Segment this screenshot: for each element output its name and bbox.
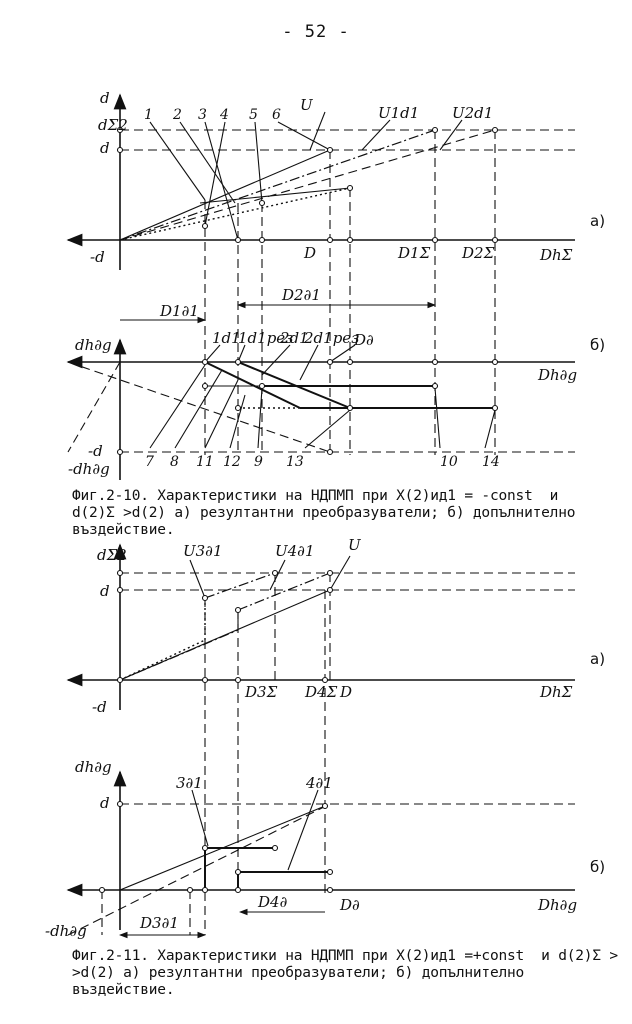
fig10b-panel: б) <box>590 336 605 354</box>
fig10b-num-13: 13 <box>286 454 304 470</box>
fig10b-num-9: 9 <box>254 454 263 470</box>
fig10b-y-label: dh∂g <box>75 336 112 354</box>
fig10-b-diagram <box>66 301 575 480</box>
fig11a-d: d <box>100 582 110 600</box>
fig10a-num-5: 5 <box>249 107 258 123</box>
fig11a-U3: U3∂1 <box>183 542 223 560</box>
figure-10-caption: Фиг.2-10. Характеристики на НДПМП при X(… <box>72 488 576 538</box>
fig10b-D2d1: D2∂1 <box>281 286 321 304</box>
fig10a-D1S: D1Σ <box>397 244 431 262</box>
fig11b-c3: 3∂1 <box>176 774 203 792</box>
fig10b-num-10: 10 <box>440 454 458 470</box>
fig11a-x-axis: DhΣ <box>539 683 573 701</box>
fig10b-num-8: 8 <box>170 454 179 470</box>
fig11b-panel: б) <box>590 858 605 876</box>
fig11a-neg-d: -d <box>92 698 107 716</box>
fig11b-x-axis: Dh∂g <box>537 896 577 914</box>
fig10b-num-12: 12 <box>223 454 241 470</box>
fig10b-neg-dh: -dh∂g <box>68 460 110 478</box>
fig10a-neg-d: -d <box>90 248 105 266</box>
fig10a-num-2: 2 <box>172 107 182 123</box>
fig10a-num-1: 1 <box>144 107 153 123</box>
fig10b-Dd: D∂ <box>353 331 374 349</box>
fig10a-d: d <box>100 139 110 157</box>
fig10a-U2: U2d1 <box>452 104 493 122</box>
fig10b-num-14: 14 <box>482 454 500 470</box>
fig10a-U: U <box>300 96 314 114</box>
fig11a-D: D <box>339 683 352 701</box>
figure-11-caption: Фиг.2-11. Характеристики на НДПМП при X(… <box>72 948 618 998</box>
fig10a-D2S: D2Σ <box>461 244 495 262</box>
fig10b-x-axis: Dh∂g <box>537 366 577 384</box>
fig10a-d-sigma2: dΣ2 <box>98 116 128 134</box>
fig10a-panel: а) <box>590 212 605 230</box>
fig11a-d-sigma2: dΣ2 <box>97 546 127 564</box>
fig10a-y-label: d <box>100 89 110 107</box>
fig10b-num-7: 7 <box>145 454 154 470</box>
fig10b-curve-2d1res: 2d1рез <box>303 329 359 347</box>
fig11a-U4: U4∂1 <box>275 542 315 560</box>
fig10a-D: D <box>303 244 316 262</box>
fig10b-curve-1d1res: 1d1рез <box>238 329 293 347</box>
fig10b-curve-2d1: 2d1 <box>279 329 309 347</box>
fig11b-c4: 4∂1 <box>305 774 333 792</box>
fig11b-d: d <box>100 794 110 812</box>
fig11a-U: U <box>348 536 362 554</box>
fig11b-y-label: dh∂g <box>75 758 112 776</box>
fig10b-neg-d: -d <box>88 442 103 460</box>
fig11-b-diagram <box>66 770 575 939</box>
fig11b-D3d1: D3∂1 <box>139 914 179 932</box>
fig11b-Dd: D∂ <box>339 896 360 914</box>
fig10a-x-axis: DhΣ <box>539 246 573 264</box>
fig10a-num-3: 3 <box>198 107 207 123</box>
fig10-a-diagram <box>66 93 575 455</box>
fig11a-panel: а) <box>590 650 605 668</box>
fig10a-num-4: 4 <box>219 107 229 123</box>
fig11a-D3S: D3Σ <box>244 683 278 701</box>
page-number: - 52 - <box>282 22 350 42</box>
fig10b-D1d1: D1∂1 <box>159 302 199 320</box>
fig10b-curve-1d1: 1d1 <box>212 329 241 347</box>
fig10b-num-11: 11 <box>196 454 214 470</box>
fig11b-D4d: D4∂ <box>257 893 288 911</box>
fig11b-neg-dh: -dh∂g <box>45 922 87 940</box>
fig10a-U1: U1d1 <box>378 104 419 122</box>
fig11a-D4S: D4Σ <box>304 683 338 701</box>
fig11-a-diagram <box>66 543 575 935</box>
fig10a-num-6: 6 <box>272 107 281 123</box>
